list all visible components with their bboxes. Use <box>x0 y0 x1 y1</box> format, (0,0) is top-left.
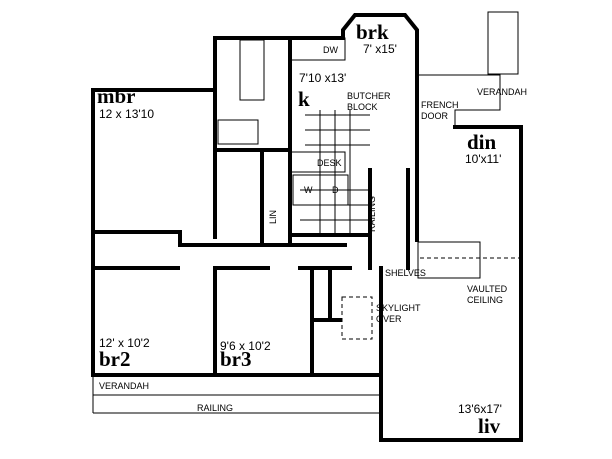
label-dryer: D <box>332 185 339 195</box>
interior-walls <box>91 11 521 414</box>
label-french-door-line1: FRENCH <box>421 100 459 110</box>
room-name-din: din <box>467 130 497 154</box>
label-verandah-bottom: VERANDAH <box>99 381 149 391</box>
label-railing-bottom: RAILING <box>197 403 233 413</box>
room-dims-brk: 7' x15' <box>363 42 397 56</box>
label-dishwasher: DW <box>323 45 338 55</box>
kitchen-tile-grid <box>300 110 370 235</box>
room-dims-mbr: 12 x 13'10 <box>99 107 154 121</box>
room-dims-k: 7'10 x13' <box>299 71 346 85</box>
room-name-brk: brk <box>356 20 389 44</box>
label-desk: DESK <box>317 158 342 168</box>
room-dims-din: 10'x11' <box>465 152 501 166</box>
room-name-br3: br3 <box>220 347 252 371</box>
room-dims-liv: 13'6x17' <box>458 402 502 416</box>
label-stair-railing: RAILING <box>367 196 377 232</box>
label-vaulted-line2: CEILING <box>467 295 503 305</box>
label-linen-closet: LIN <box>268 210 278 224</box>
room-name-mbr: mbr <box>97 84 136 108</box>
room-name-liv: liv <box>478 414 501 438</box>
label-french-door-line2: DOOR <box>421 111 449 121</box>
room-dims-br2: 12' x 10'2 <box>99 336 150 350</box>
label-washer: W <box>304 185 313 195</box>
label-butcher-block-line2: BLOCK <box>347 102 378 112</box>
room-name-k: k <box>298 87 310 111</box>
label-skylight-line2: OVER <box>376 314 402 324</box>
label-shelves: SHELVES <box>385 268 426 278</box>
room-name-br2: br2 <box>99 347 131 371</box>
label-vaulted-line1: VAULTED <box>467 284 508 294</box>
exterior-walls <box>91 13 523 442</box>
label-skylight-line1: SKYLIGHT <box>376 303 421 313</box>
room-dims-br3: 9'6 x 10'2 <box>220 339 271 353</box>
label-butcher-block-line1: BUTCHER <box>347 91 391 101</box>
label-verandah-top: VERANDAH <box>477 87 527 97</box>
